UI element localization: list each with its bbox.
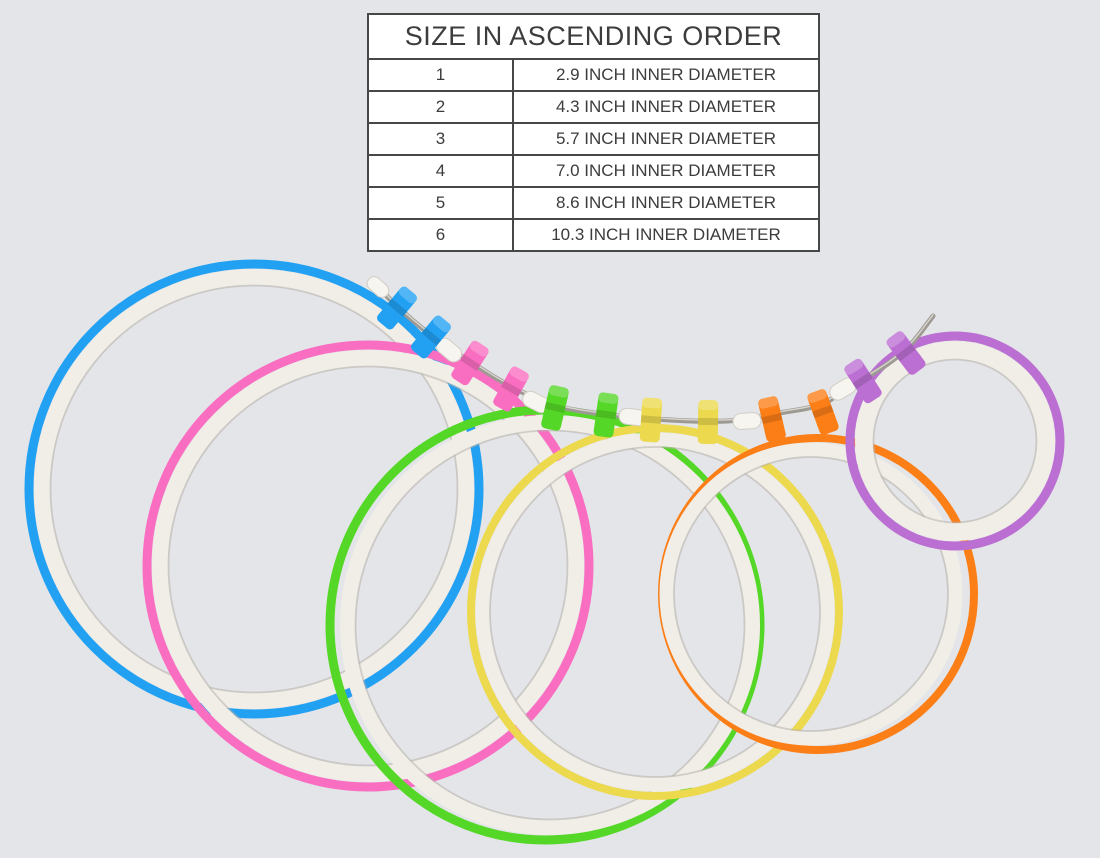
pink-inner-white-ring [152, 350, 584, 782]
blue-hanging-clip [377, 286, 417, 330]
size-number: 1 [369, 60, 514, 90]
purple-inner-white-ring [855, 341, 1055, 541]
orange-ring-shading [673, 456, 949, 732]
purple-ring-shading [872, 358, 1038, 524]
green-hanging-clip [541, 385, 569, 431]
hoop-orange [658, 434, 978, 754]
pink-outer-hoop-ring [142, 340, 594, 792]
hoop-pink [142, 340, 594, 792]
table-row: 1 2.9 INCH INNER DIAMETER [369, 60, 818, 92]
size-table-title: SIZE IN ASCENDING ORDER [369, 15, 818, 60]
inner-diameter: 2.9 INCH INNER DIAMETER [555, 65, 777, 84]
pink-hanging-clip [451, 340, 489, 386]
blue-hanging-clip [411, 315, 451, 359]
purple-hanging-clip [886, 331, 926, 375]
white-roller [732, 412, 762, 430]
pink-ring-shading [167, 365, 569, 767]
yellow-hanging-clip [639, 397, 663, 443]
rod-white-tip-cap [366, 276, 390, 298]
blue-inner-white-ring [34, 269, 474, 709]
inner-diameter: 5.7 INCH INNER DIAMETER [555, 129, 777, 148]
inner-diameter: 4.3 INCH INNER DIAMETER [555, 97, 777, 116]
size-number: 4 [369, 156, 514, 186]
purple-outer-hoop-ring [845, 331, 1065, 551]
size-number: 2 [369, 92, 514, 122]
table-row: 6 10.3 INCH INNER DIAMETER [369, 220, 818, 250]
purple-hanging-clip [844, 358, 882, 404]
inner-diameter: 8.6 INCH INNER DIAMETER [555, 193, 777, 212]
yellow-ring-shading [489, 446, 821, 778]
table-row: 4 7.0 INCH INNER DIAMETER [369, 156, 818, 188]
table-row: 3 5.7 INCH INNER DIAMETER [369, 124, 818, 156]
size-table: SIZE IN ASCENDING ORDER 1 2.9 INCH INNER… [367, 13, 820, 252]
orange-hanging-clip [758, 396, 786, 442]
blue-ring-shading [49, 284, 459, 694]
table-row: 5 8.6 INCH INNER DIAMETER [369, 188, 818, 220]
pink-hanging-clip [493, 366, 529, 412]
blue-outer-hoop-ring [24, 259, 484, 719]
hoop-purple [845, 331, 1065, 551]
table-row: 2 4.3 INCH INNER DIAMETER [369, 92, 818, 124]
size-number: 5 [369, 188, 514, 218]
size-number: 3 [369, 124, 514, 154]
inner-diameter: 7.0 INCH INNER DIAMETER [555, 161, 777, 180]
green-ring-shading [354, 429, 746, 821]
orange-inner-white-ring [659, 442, 963, 746]
green-hanging-clip [593, 392, 619, 438]
size-number: 6 [369, 220, 514, 250]
inner-diameter: 10.3 INCH INNER DIAMETER [551, 225, 781, 244]
hoop-blue [24, 259, 484, 719]
orange-hanging-clip [807, 389, 839, 435]
yellow-hanging-clip [697, 399, 719, 445]
